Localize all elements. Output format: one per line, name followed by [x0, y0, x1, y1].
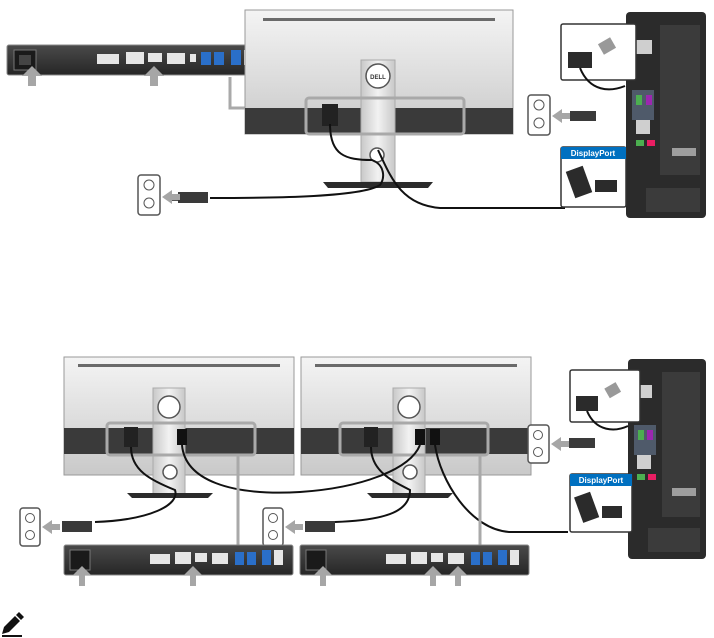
- monitor-rear-view: DELL: [245, 10, 513, 188]
- monitor-2-connector-panel: [300, 545, 529, 575]
- computer-tower: [626, 12, 706, 218]
- displayport-inset: DisplayPort: [561, 147, 626, 207]
- note-pencil-icon: [2, 612, 24, 636]
- left-arrow-icon: [162, 190, 180, 204]
- monitor-1-rear-view: [64, 357, 294, 498]
- monitor-1-connector-panel: [64, 545, 293, 575]
- monitor-2-rear-view: [301, 357, 531, 498]
- displayport-cable: [378, 150, 565, 208]
- left-arrow-icon: [551, 437, 569, 451]
- power-plug-icon: [62, 521, 92, 532]
- power-plug-icon: [570, 111, 596, 121]
- displayport-label: DisplayPort: [579, 476, 624, 485]
- pc-power-inset: [561, 24, 636, 89]
- monitor-connector-panel: [7, 45, 260, 75]
- monitor-logo: DELL: [370, 75, 386, 81]
- left-arrow-icon: [285, 520, 303, 534]
- power-plug-icon: [569, 438, 595, 448]
- wall-outlet-icon: [528, 425, 549, 463]
- wall-outlet-icon: [263, 508, 283, 546]
- wall-outlet-icon: [138, 175, 160, 215]
- left-arrow-icon: [42, 520, 60, 534]
- wall-outlet-icon: [528, 95, 550, 135]
- diagram-two-monitors: DisplayPort: [20, 357, 706, 586]
- displayport-inset: DisplayPort: [570, 474, 632, 532]
- displayport-label: DisplayPort: [571, 149, 616, 158]
- diagram-single-monitor: DELL: [7, 10, 706, 218]
- pc-power-inset: [570, 370, 640, 429]
- left-arrow-icon: [552, 109, 570, 123]
- power-plug-icon: [305, 521, 335, 532]
- wall-outlet-icon: [20, 508, 40, 546]
